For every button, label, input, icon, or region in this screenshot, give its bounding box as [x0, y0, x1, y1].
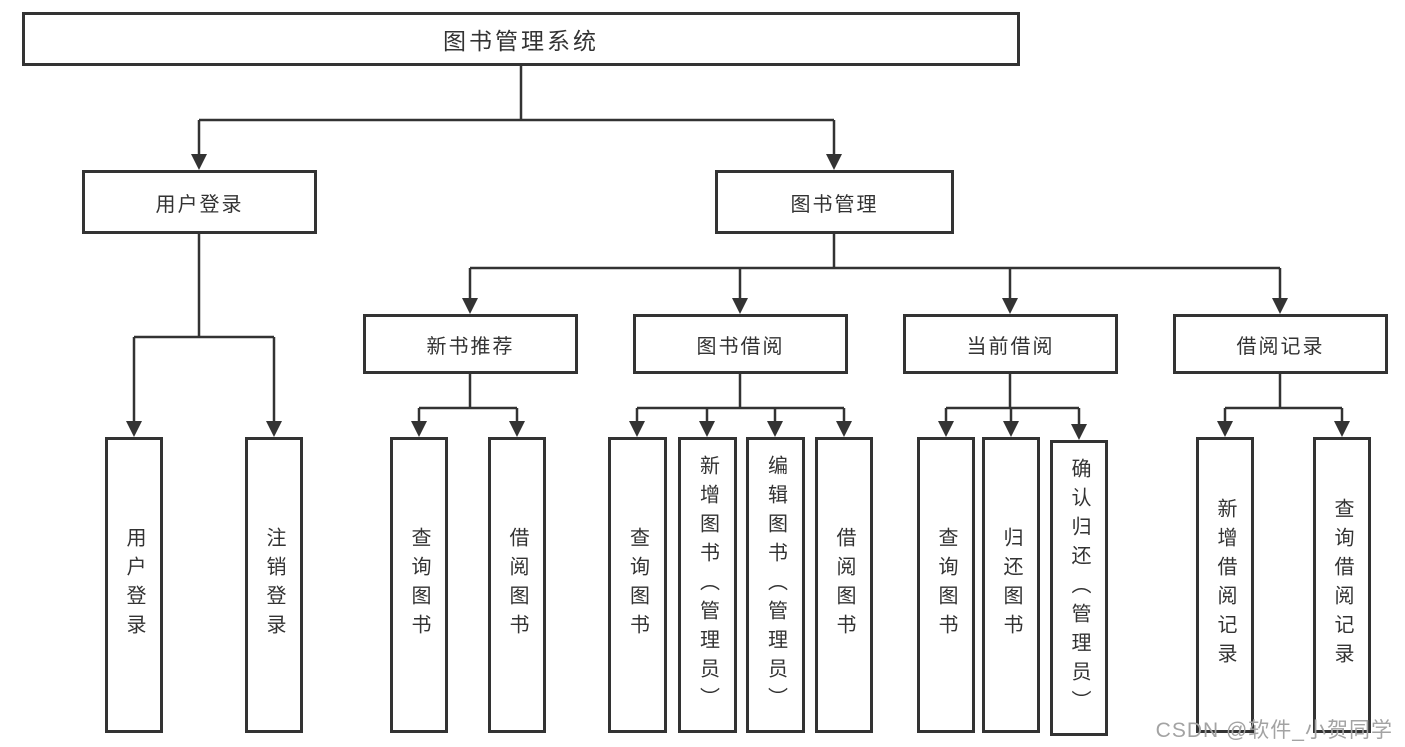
leaf-br-query-record: 查询借阅记录 [1313, 437, 1371, 733]
leaf-bb-borrow-books: 借阅图书 [815, 437, 873, 733]
leaf-cb-confirm-return-admin: 确认归还（管理员） [1050, 440, 1108, 736]
node-book-management: 图书管理 [715, 170, 954, 234]
leaf-bb-edit-books-admin: 编辑图书（管理员） [746, 437, 805, 733]
connector-book-borrow-children [629, 374, 852, 437]
connector-new-book-rec-children [411, 374, 525, 437]
leaf-nb-query-books: 查询图书 [390, 437, 448, 733]
leaf-br-add-record: 新增借阅记录 [1196, 437, 1254, 733]
leaf-nb-borrow-books: 借阅图书 [488, 437, 546, 733]
leaf-cb-query-books: 查询图书 [917, 437, 975, 733]
leaf-user-login: 用户登录 [105, 437, 163, 733]
leaf-bb-add-books-admin: 新增图书（管理员） [678, 437, 737, 733]
leaf-bb-query-books: 查询图书 [608, 437, 667, 733]
connector-current-borrow-children [938, 374, 1087, 440]
node-root-library-system: 图书管理系统 [22, 12, 1020, 66]
leaf-logout: 注销登录 [245, 437, 303, 733]
node-user-login: 用户登录 [82, 170, 317, 234]
connector-book-mgmt-children [462, 234, 1288, 314]
node-book-borrowing: 图书借阅 [633, 314, 848, 374]
connector-root-to-level2 [191, 66, 842, 170]
connector-user-login-children [126, 234, 282, 437]
connector-borrow-records-children [1217, 374, 1350, 437]
leaf-cb-return-books: 归还图书 [982, 437, 1040, 733]
node-new-book-recommendation: 新书推荐 [363, 314, 578, 374]
node-borrowing-records: 借阅记录 [1173, 314, 1388, 374]
node-current-borrowing: 当前借阅 [903, 314, 1118, 374]
